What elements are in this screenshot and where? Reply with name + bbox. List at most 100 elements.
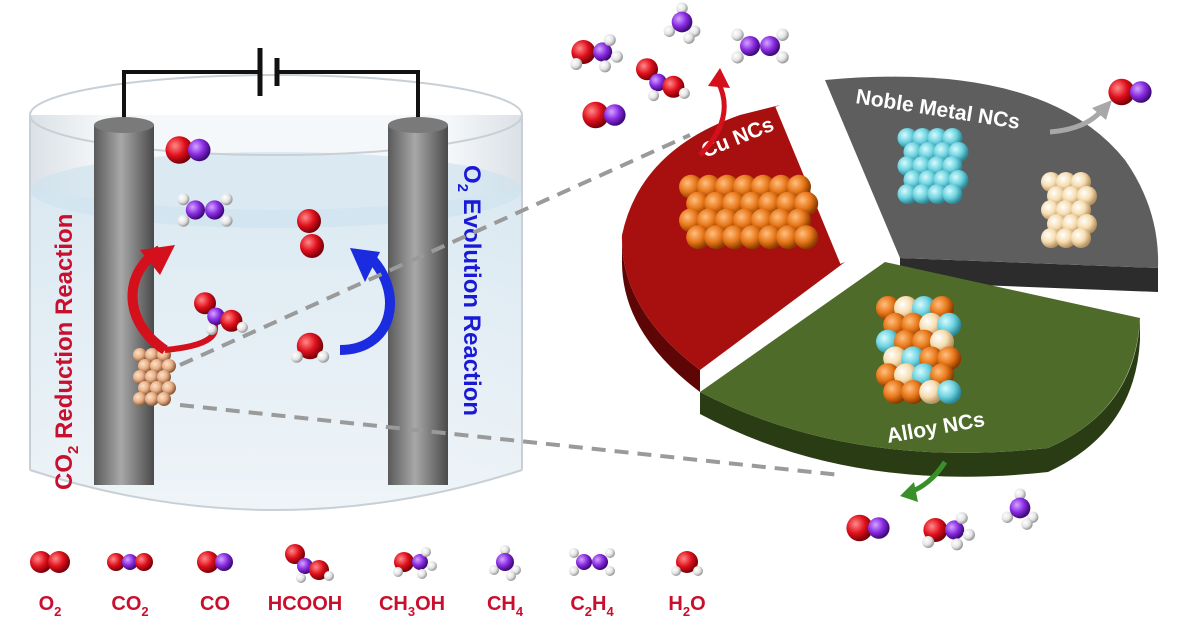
atom <box>758 225 783 250</box>
atom <box>296 573 306 583</box>
atom <box>868 517 890 539</box>
anode-electrode <box>388 125 448 485</box>
atom <box>206 324 218 336</box>
product-c2h4 <box>731 28 789 64</box>
atom <box>604 104 626 126</box>
cu-slice-side <box>621 235 700 392</box>
atom <box>897 184 918 204</box>
legend-label: HCOOH <box>268 593 342 615</box>
catalyst-pie: Cu NCs Noble Metal NCs Alloy NCs <box>570 2 1159 551</box>
atom <box>133 348 147 362</box>
atom <box>300 234 324 258</box>
evolution-arrow <box>339 251 395 355</box>
atom <box>955 512 968 524</box>
atom <box>150 381 164 395</box>
atom <box>135 553 153 571</box>
atom <box>648 90 660 102</box>
atom <box>145 392 159 406</box>
atom <box>901 380 926 404</box>
zoom-connectors <box>179 133 841 477</box>
atom <box>704 225 729 250</box>
atom <box>569 548 579 558</box>
atom <box>236 321 248 333</box>
atom <box>951 538 963 551</box>
legend-molecule-ch3oh <box>393 547 437 579</box>
atom <box>30 551 52 573</box>
evolution-label: O2 Evolution Reaction <box>454 165 485 416</box>
atom <box>297 209 321 233</box>
atom <box>1056 228 1076 248</box>
electrochemical-cell: CO2 Reduction Reaction O2 Evolution Reac… <box>29 48 523 511</box>
atom <box>285 544 305 564</box>
atom <box>923 518 948 542</box>
atom <box>671 566 681 576</box>
atom <box>215 553 233 571</box>
legend-label: C2H4 <box>570 593 614 619</box>
legend-label: CH3OH <box>379 593 445 619</box>
product-co-3 <box>846 514 890 542</box>
atom <box>421 547 431 557</box>
atom <box>636 58 658 81</box>
atom <box>603 34 616 46</box>
atom <box>107 553 125 571</box>
atom <box>309 560 329 580</box>
atom <box>912 184 933 204</box>
atom <box>157 392 171 406</box>
atom <box>927 184 948 204</box>
product-ch4 <box>663 2 701 44</box>
atom <box>157 370 171 384</box>
atom <box>569 566 579 576</box>
atom <box>945 520 965 540</box>
atom <box>662 75 685 98</box>
atom <box>576 554 592 570</box>
atom <box>671 11 693 33</box>
atom <box>290 350 303 363</box>
legend-molecule-co <box>197 551 233 573</box>
atom <box>582 101 609 129</box>
atom <box>48 551 70 573</box>
atom <box>1001 511 1014 523</box>
atom <box>500 545 510 555</box>
atom <box>693 566 703 576</box>
atom <box>776 51 789 64</box>
atom <box>599 60 611 73</box>
cu-product-arrow <box>698 80 727 157</box>
atom <box>394 552 414 572</box>
atom <box>794 225 819 250</box>
cell-co-molecule <box>165 136 211 164</box>
atom <box>776 28 789 41</box>
atom <box>937 380 962 404</box>
legend-label: CH4 <box>487 593 524 619</box>
atom <box>611 50 623 63</box>
atom <box>150 359 164 373</box>
atom <box>571 40 596 64</box>
atom <box>919 380 944 404</box>
circuit-wire <box>122 70 420 125</box>
atom <box>138 381 152 395</box>
atom <box>592 554 608 570</box>
atom <box>133 392 147 406</box>
noble-cluster-cream <box>1041 172 1097 248</box>
alloy-slice-side <box>700 320 1140 477</box>
noble-cluster-blue <box>897 128 969 204</box>
legend-molecule-hcooh <box>285 544 334 583</box>
atom <box>506 571 516 581</box>
atom <box>731 51 744 64</box>
legend-label: O2 <box>39 593 62 619</box>
battery-icon <box>257 48 280 96</box>
atom <box>162 359 176 373</box>
atom <box>686 225 711 250</box>
product-ch3oh <box>570 34 623 73</box>
atom <box>883 380 908 404</box>
atom <box>963 528 975 541</box>
product-ch4-2 <box>1001 488 1039 530</box>
atom <box>740 225 765 250</box>
atom <box>605 548 615 558</box>
legend-label: H2O <box>668 593 705 619</box>
product-ch3oh-2 <box>922 512 975 551</box>
legend-label: CO2 <box>111 593 148 619</box>
atom <box>417 569 427 579</box>
cu-cluster <box>679 174 819 250</box>
atom <box>731 28 744 41</box>
